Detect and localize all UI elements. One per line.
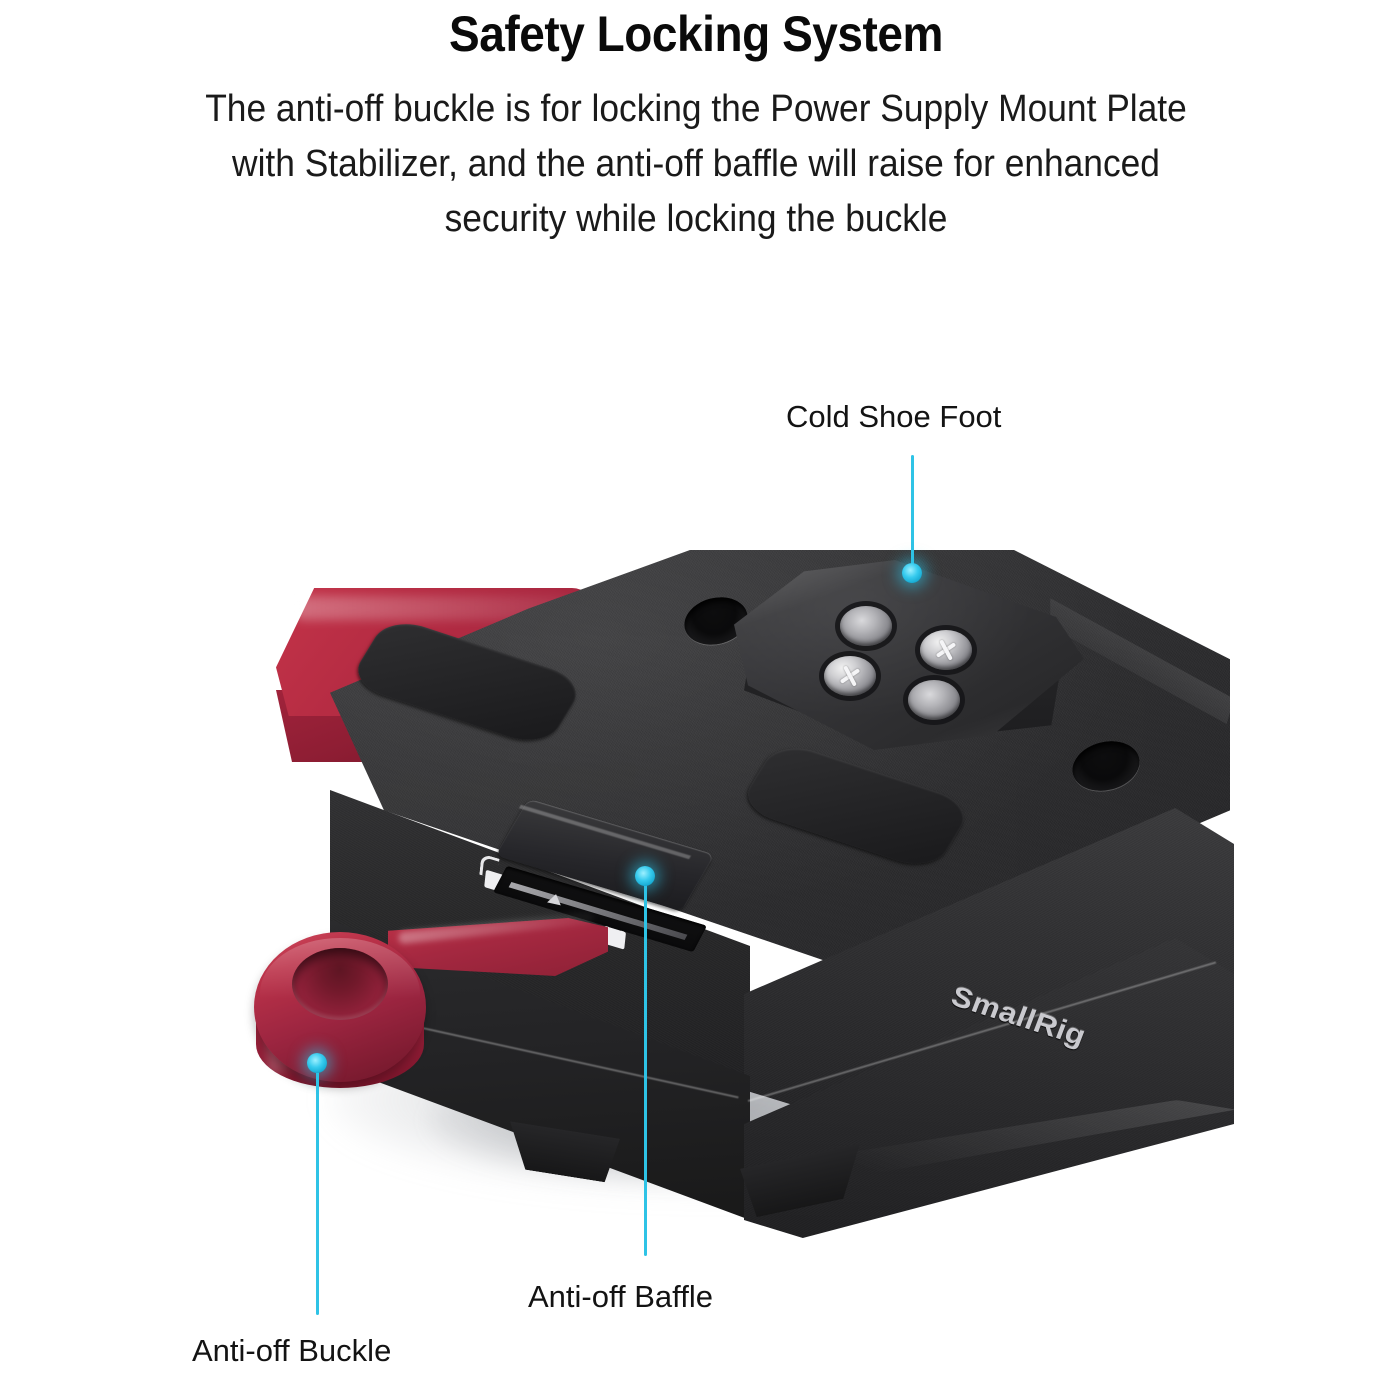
screw-dome: [840, 606, 892, 646]
screw-dome: [908, 680, 960, 720]
callout-line-anti-off-buckle: [316, 1065, 319, 1315]
callout-dot-anti-off-baffle: [635, 866, 655, 886]
callout-dot-cold-shoe-foot: [902, 563, 922, 583]
product-scene: SmallRig: [0, 360, 1392, 1394]
callout-line-cold-shoe-foot: [911, 455, 914, 575]
screw-phillips: [824, 656, 876, 696]
header: Safety Locking System The anti-off buckl…: [0, 0, 1392, 247]
page-subtitle: The anti-off buckle is for locking the P…: [205, 88, 1187, 240]
callout-line-anti-off-baffle: [644, 876, 647, 1256]
page-title: Safety Locking System: [449, 6, 943, 62]
power-supply-mount-plate-render: SmallRig: [0, 360, 1392, 1394]
callout-label-anti-off-baffle: Anti-off Baffle: [528, 1279, 713, 1314]
callout-label-cold-shoe-foot: Cold Shoe Foot: [786, 399, 1002, 434]
callout-dot-anti-off-buckle: [307, 1053, 327, 1073]
callout-label-anti-off-buckle: Anti-off Buckle: [192, 1333, 392, 1368]
anti-off-buckle-ring-hole: [292, 948, 388, 1020]
screw-phillips: [920, 630, 972, 670]
